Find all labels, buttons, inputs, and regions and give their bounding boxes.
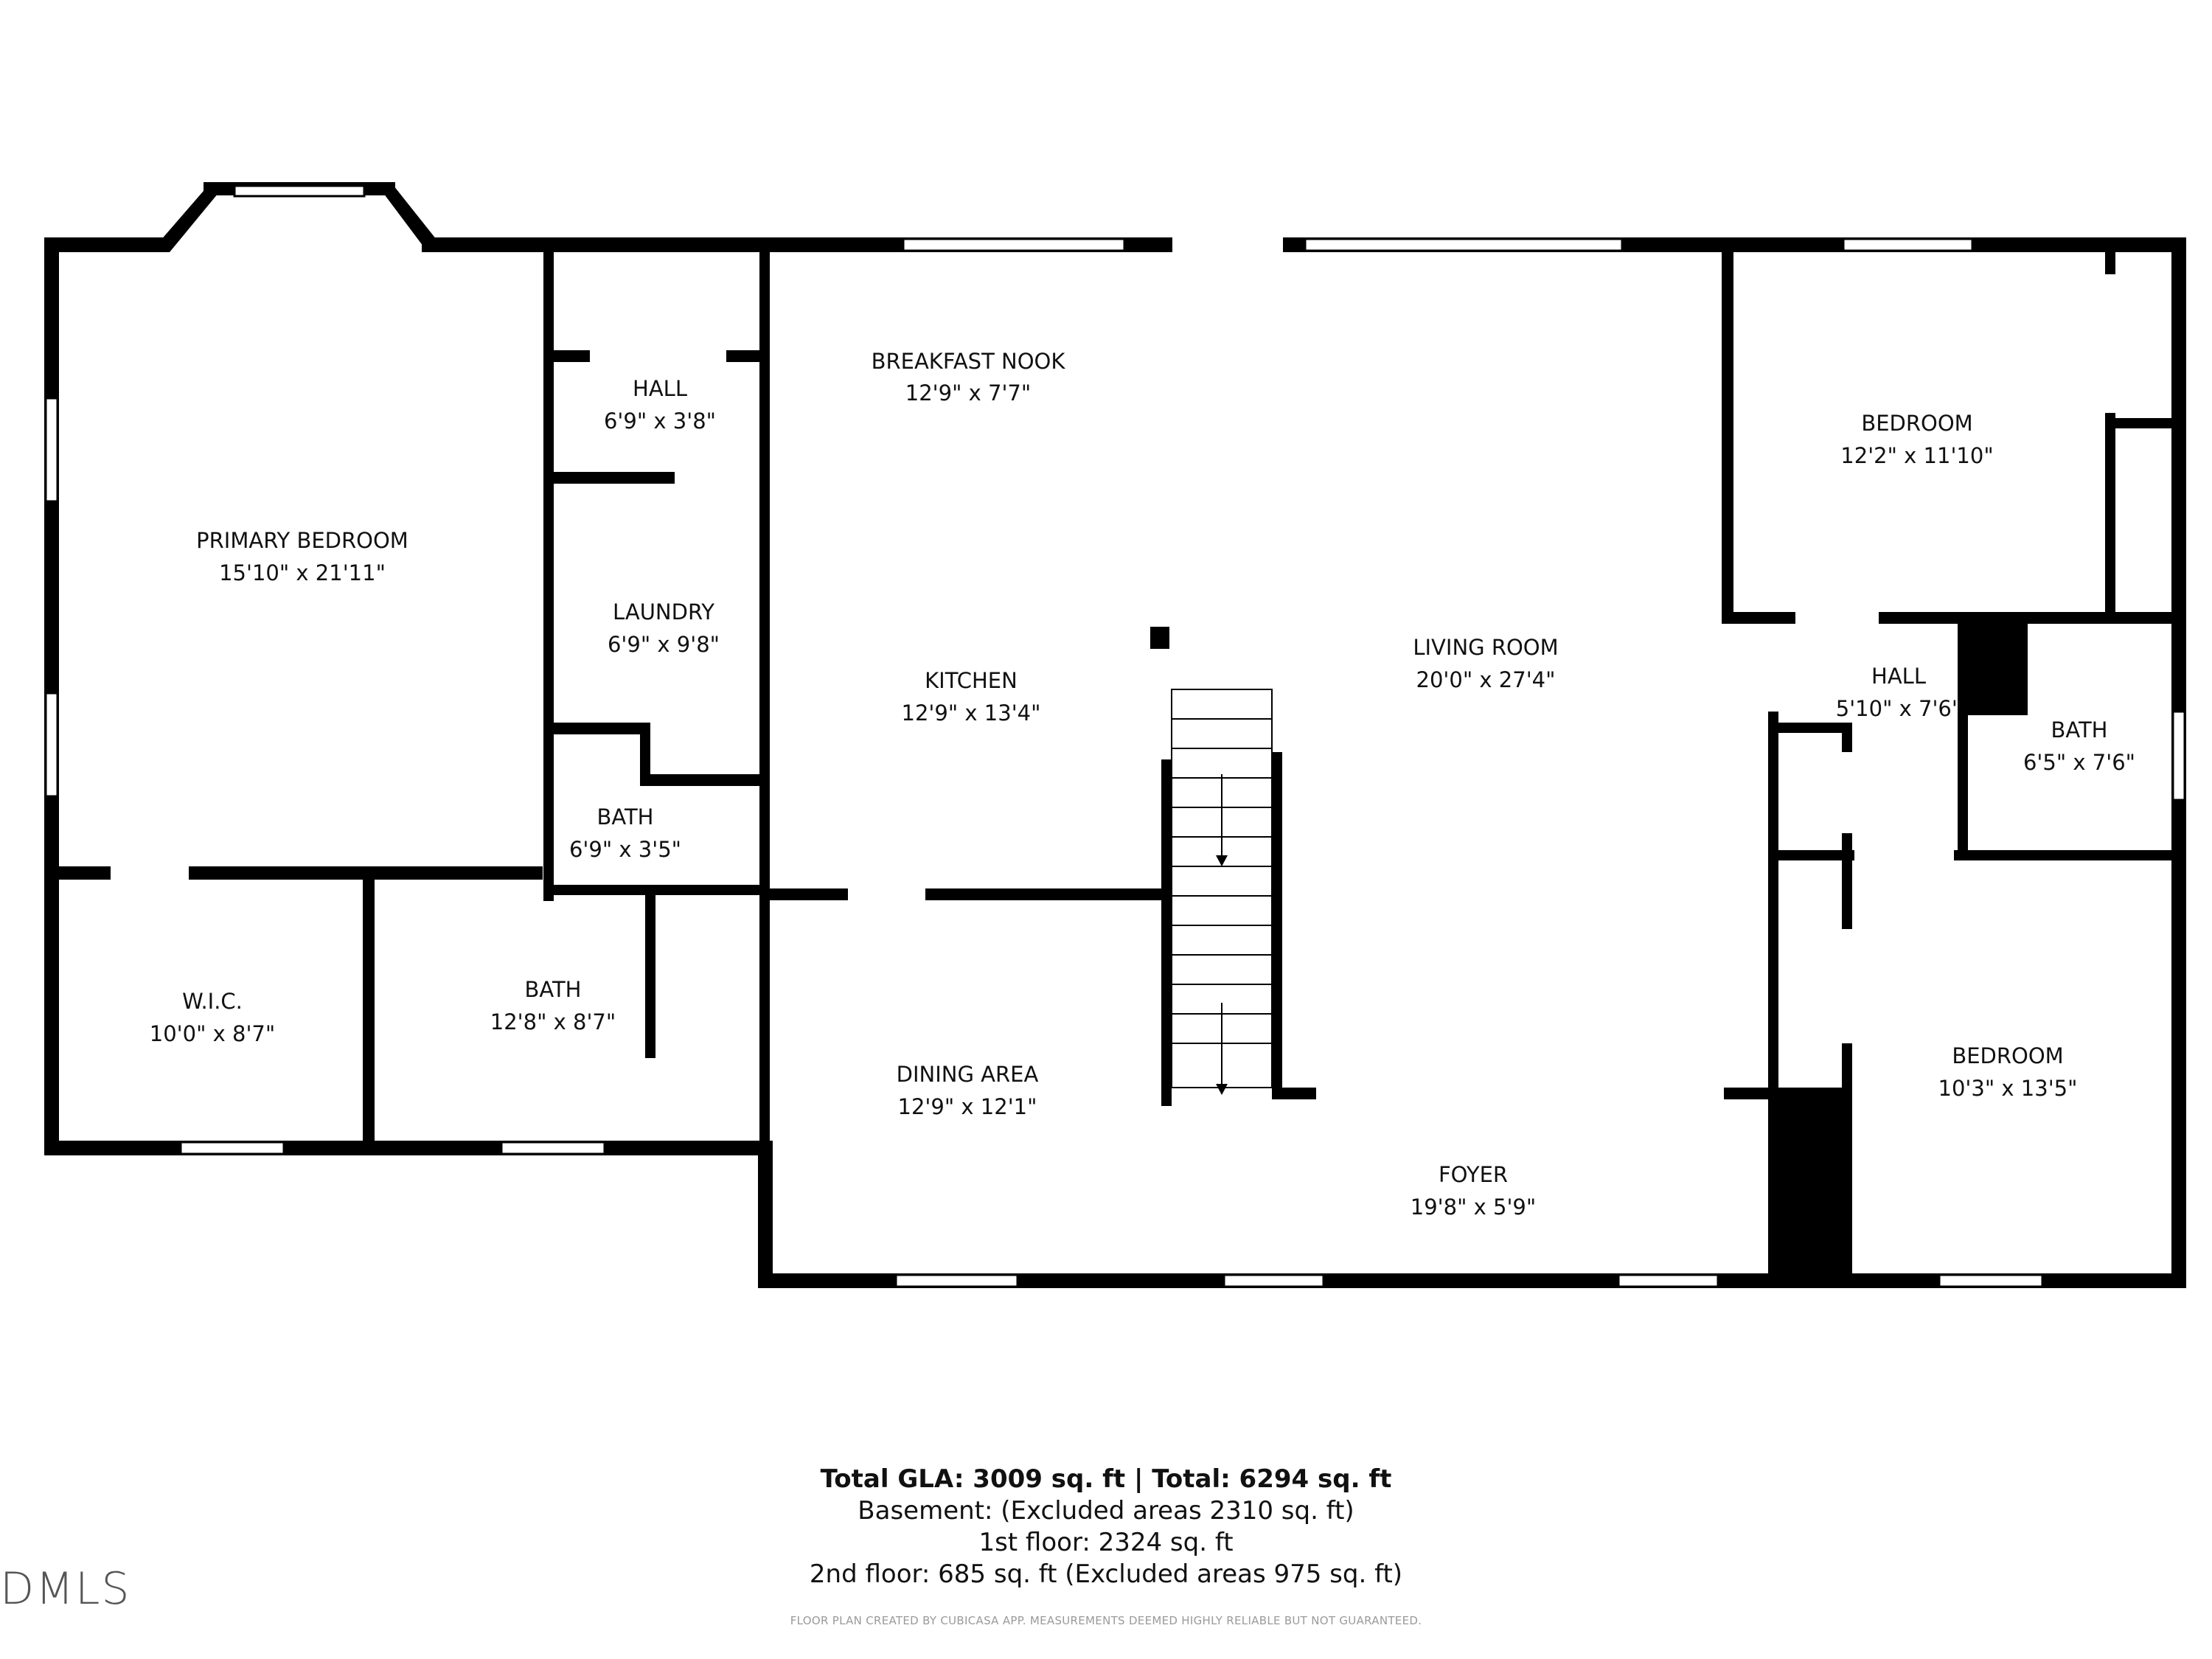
wall (546, 723, 649, 734)
window (902, 237, 1126, 252)
total-area: Total GLA: 3009 sq. ft | Total: 6294 sq.… (820, 1464, 1392, 1494)
wall (726, 350, 767, 362)
room-name-kitchen: KITCHEN (925, 668, 1018, 693)
room-name-bedroom-top: BEDROOM (1861, 411, 1972, 436)
room-name-bath-primary: BATH (524, 977, 581, 1002)
room-dim-bath-primary: 12'8" x 8'7" (490, 1009, 616, 1034)
wall (363, 874, 375, 1148)
wall (155, 186, 218, 252)
disclaimer: FLOOR PLAN CREATED BY CUBICASA APP. MEAS… (790, 1614, 1422, 1627)
room-dim-foyer: 19'8" x 5'9" (1411, 1194, 1536, 1220)
basement-area: Basement: (Excluded areas 2310 sq. ft) (858, 1496, 1354, 1526)
room-dim-bath-small: 6'9" x 3'5" (569, 837, 681, 862)
stairs (1171, 689, 1273, 1088)
room-dim-dining-area: 12'9" x 12'1" (898, 1094, 1037, 1119)
area-summary: Total GLA: 3009 sq. ft | Total: 6294 sq.… (664, 1464, 1548, 1590)
room-dim-bath-right: 6'5" x 7'6" (2023, 750, 2135, 775)
window (1938, 1273, 2044, 1288)
wall (52, 866, 111, 880)
window (44, 692, 59, 798)
room-dim-primary-bedroom: 15'10" x 21'11" (219, 560, 386, 585)
wall (44, 237, 170, 252)
walls (44, 182, 2186, 1288)
room-name-laundry: LAUNDRY (613, 599, 714, 625)
window (500, 1141, 606, 1155)
logo: DMLS (0, 1563, 131, 1615)
wall (1879, 612, 2186, 624)
room-name-living-room: LIVING ROOM (1413, 635, 1558, 660)
wall (1958, 616, 2028, 715)
room-dim-laundry: 6'9" x 9'8" (608, 632, 720, 657)
windows (44, 184, 2186, 1288)
wall (1958, 708, 1968, 855)
wall (1954, 850, 2183, 860)
room-dim-bedroom-bottom: 10'3" x 13'5" (1938, 1076, 2078, 1101)
wall (1272, 752, 1282, 1099)
window (1842, 237, 1974, 252)
stair-arrow-head (1216, 1084, 1228, 1095)
room-name-breakfast-nook: BREAKFAST NOOK (872, 349, 1066, 374)
wall (2105, 245, 2115, 274)
wall (546, 350, 590, 362)
room-labels: PRIMARY BEDROOM 15'10" x 21'11" HALL 6'9… (150, 349, 2135, 1220)
room-dim-wic: 10'0" x 8'7" (150, 1021, 275, 1046)
room-name-foyer: FOYER (1439, 1162, 1508, 1187)
wall (2109, 418, 2183, 428)
wall (44, 1141, 767, 1155)
wall (1150, 627, 1169, 649)
room-dim-hall-right: 5'10" x 7'6" (1836, 696, 1961, 721)
first-floor-area: 1st floor: 2324 sq. ft (978, 1528, 1234, 1557)
stair-arrow-head (1216, 855, 1228, 866)
window (233, 184, 366, 198)
stair-arrows (1216, 855, 1228, 1095)
room-dim-breakfast-nook: 12'9" x 7'7" (905, 380, 1031, 406)
wall (383, 186, 442, 252)
window (1222, 1273, 1325, 1288)
room-name-bedroom-bottom: BEDROOM (1952, 1043, 2063, 1068)
wall (640, 723, 650, 782)
wall (1773, 1088, 1852, 1281)
window (894, 1273, 1019, 1288)
wall (767, 888, 848, 900)
room-name-wic: W.I.C. (182, 989, 243, 1014)
wall (1724, 1088, 1768, 1099)
wall (1161, 759, 1172, 1106)
room-dim-hall-top: 6'9" x 3'8" (604, 408, 716, 434)
wall (546, 472, 675, 484)
window (2171, 710, 2186, 801)
wall (759, 245, 770, 1288)
room-name-bath-right: BATH (2051, 717, 2107, 742)
wall (925, 888, 1161, 900)
window (1617, 1273, 1719, 1288)
wall (645, 888, 655, 1058)
wall (1773, 850, 1854, 860)
wall (1272, 1088, 1316, 1099)
second-floor-area: 2nd floor: 685 sq. ft (Excluded areas 97… (809, 1559, 1403, 1589)
room-name-dining-area: DINING AREA (897, 1062, 1039, 1087)
window (179, 1141, 285, 1155)
room-name-bath-small: BATH (597, 804, 653, 830)
wall (1842, 723, 1852, 752)
wall (2105, 413, 2115, 619)
wall (546, 885, 767, 895)
wall (1722, 612, 1795, 624)
room-dim-bedroom-top: 12'2" x 11'10" (1840, 443, 1993, 468)
room-dim-kitchen: 12'9" x 13'4" (902, 700, 1041, 726)
room-name-hall-top: HALL (633, 376, 687, 401)
wall (189, 866, 543, 880)
wall (1773, 723, 1851, 733)
room-dim-living-room: 20'0" x 27'4" (1416, 667, 1556, 692)
window (1304, 237, 1624, 252)
window (44, 397, 59, 503)
wall (1722, 245, 1733, 621)
wall (1842, 855, 1852, 929)
wall (640, 774, 765, 786)
room-name-hall-right: HALL (1871, 664, 1926, 689)
room-name-primary-bedroom: PRIMARY BEDROOM (196, 528, 408, 553)
wall (543, 245, 554, 901)
